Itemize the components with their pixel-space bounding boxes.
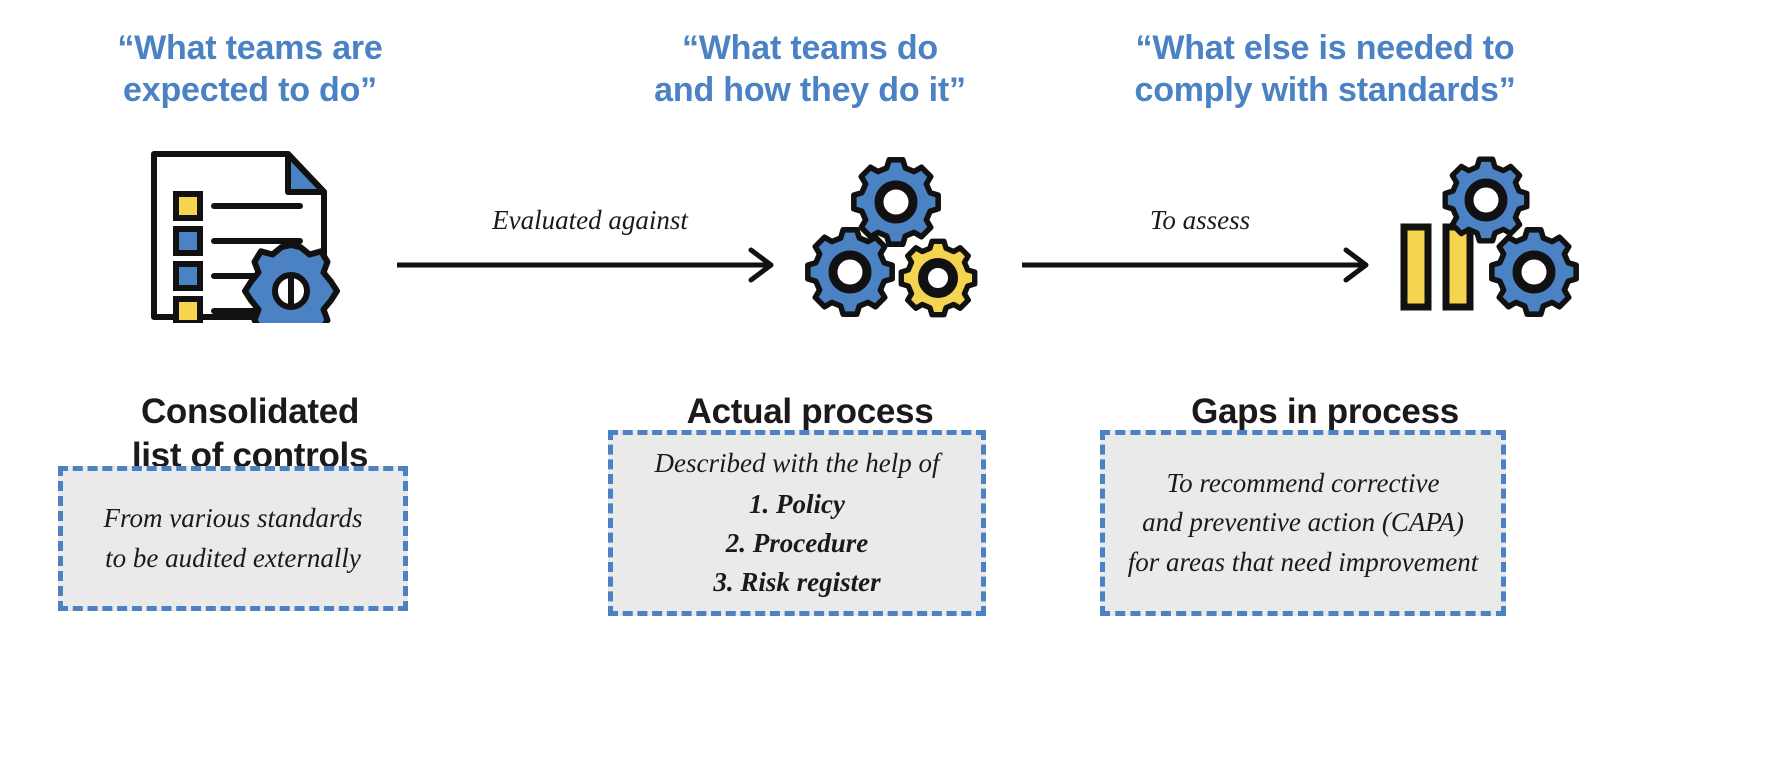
gap-bar-right bbox=[1442, 223, 1474, 311]
arrow-label-assess: To assess bbox=[1149, 205, 1251, 235]
note-text-controls: From various standards to be audited ext… bbox=[103, 503, 363, 573]
gear-bottom-right bbox=[898, 238, 978, 318]
document-checklist-gear-icon bbox=[148, 148, 348, 340]
column-title-controls: Consolidated list of controls bbox=[131, 392, 369, 475]
quote-heading-gaps: “What else is needed to comply with stan… bbox=[1134, 29, 1516, 109]
column-title-process: Actual process bbox=[686, 392, 934, 431]
note-item-risk-register: 3. Risk register bbox=[713, 567, 881, 598]
quote-heading-controls: “What teams are expected to do” bbox=[117, 29, 383, 109]
column-title-gaps: Gaps in process bbox=[1191, 392, 1459, 431]
arrow-evaluated-against: Evaluated against bbox=[395, 205, 785, 295]
gear-bottom-left bbox=[805, 227, 895, 317]
gap-bar-left bbox=[1400, 223, 1432, 311]
note-box-gaps: To recommend corrective and preventive a… bbox=[1100, 430, 1506, 616]
arrow-to-assess: To assess bbox=[1020, 205, 1380, 295]
three-gears-icon bbox=[800, 148, 990, 323]
gear-top bbox=[851, 157, 941, 247]
quote-heading-process: “What teams do and how they do it” bbox=[654, 29, 966, 109]
gear-bottom-right bbox=[1489, 227, 1579, 317]
arrow-line-evaluated bbox=[397, 247, 774, 283]
note-lead-process: Described with the help of bbox=[654, 447, 940, 478]
note-box-process: Described with the help of 1. Policy 2. … bbox=[608, 430, 986, 616]
gaps-bars-gears-icon bbox=[1390, 148, 1590, 323]
arrow-label-evaluated: Evaluated against bbox=[492, 205, 688, 235]
note-item-procedure: 2. Procedure bbox=[725, 528, 869, 558]
gear-top bbox=[1442, 156, 1530, 244]
note-box-controls: From various standards to be audited ext… bbox=[58, 466, 408, 611]
note-text-gaps: To recommend corrective and preventive a… bbox=[1127, 468, 1479, 577]
arrow-line-assess bbox=[1022, 247, 1369, 283]
note-list-process: Described with the help of 1. Policy 2. … bbox=[641, 444, 954, 603]
note-item-policy: 1. Policy bbox=[749, 488, 845, 519]
